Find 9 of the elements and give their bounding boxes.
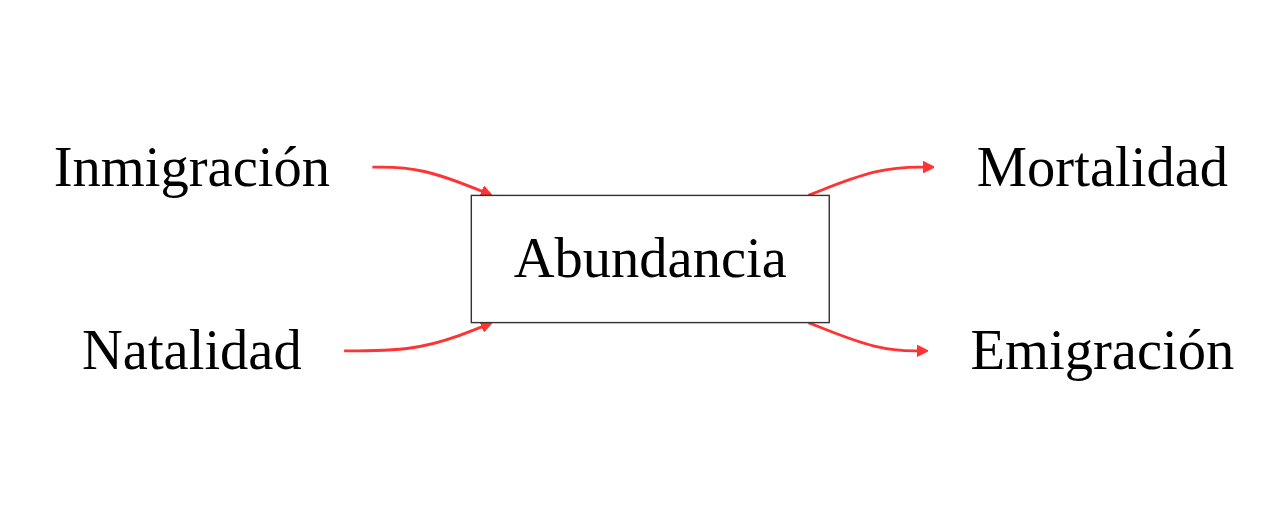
node-text: Inmigración xyxy=(53,134,330,199)
arrow xyxy=(807,321,929,358)
node-box: Abundancia xyxy=(470,194,830,324)
arrow xyxy=(372,165,493,197)
node-text: Mortalidad xyxy=(976,134,1229,199)
arrow xyxy=(807,160,935,197)
arrow xyxy=(344,321,493,353)
node-text: Natalidad xyxy=(81,318,302,382)
node-text: Emigración xyxy=(970,318,1235,382)
